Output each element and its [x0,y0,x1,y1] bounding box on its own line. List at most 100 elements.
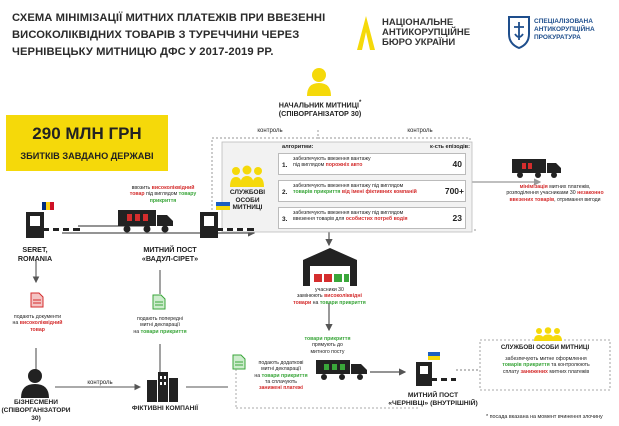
algo-row-line: забезпечують ввезення вантажу [293,156,371,162]
algo-row-num: 3. [282,216,288,223]
algo-row: 3. забезпечують ввезення вантажу під виг… [278,207,466,229]
document-green-icon [152,294,166,310]
officials-line: СЛУЖБОВІ ОСОБИ [229,189,266,204]
page-title: СХЕМА МІНІМІЗАЦІЇ МИТНИХ ПЛАТЕЖІВ ПРИ ВВ… [12,10,352,61]
to-post-line: товари прикриття [304,336,351,342]
algo-row-seg: ввезення товарів для [293,216,346,223]
doc-fict-line: занижені платежі [258,385,304,392]
warehouse-text: учасники 30 замінюють високоліквідні тов… [272,287,387,306]
chief-person-icon [307,68,331,96]
chief-asterisk: * [358,100,362,106]
doc-left-seg: на [12,320,20,327]
algo-row-text: забезпечують ввезення вантажу під вигляд… [293,156,443,169]
algo-row-seg: під виглядом [293,162,326,169]
route-seg: товару [178,191,197,198]
control-label-left: контроль [257,128,283,134]
result-seg: , отримання вигоди [554,196,601,203]
businessman-icon [21,369,49,398]
result-seg: мінімізація [519,184,548,190]
officials2-seg: занижених [520,368,548,375]
sap-logo-text: СПЕЦІАЛІЗОВАНА АНТИКОРУПЦІЙНА ПРОКУРАТУР… [534,18,595,42]
doc-fict-line: подають додаткові [258,360,304,366]
sap-shield-icon [508,16,530,50]
algo-row-text: забезпечують ввезення вантажу під вигляд… [293,183,445,196]
chief-title: НАЧАЛЬНИК МИТНИЦІ [278,100,359,110]
vadul-border-post-icon [200,202,254,238]
warehouse-seg: товари прикриття [319,299,366,306]
seret-line: ROMANIA [17,253,53,263]
vadul-label: МИТНИЙ ПОСТ «ВАДУЛ-СІРЕТ» [130,245,210,263]
damage-amount: 290 МЛН ГРН [32,124,142,143]
algo-row-count: 700+ [444,186,464,196]
green-truck-icon [316,360,367,380]
result-seg: митних платежів, [547,184,591,190]
doc-mid-line: митні декларації [140,322,180,329]
route-seg: високоліквідний [151,185,195,191]
route-seg: товар [129,191,145,198]
nabu-logo-icon [357,16,375,50]
chief-subtitle: (СПІВОРГАНІЗАТОР 30) [278,108,362,118]
control-label-right: контроль [407,128,433,134]
warehouse-icon [303,248,357,286]
warehouse-seg: товари [293,299,312,306]
algo-row: 1. забезпечують ввезення вантажу під виг… [278,153,466,175]
business-line: БІЗНЕСМЕНИ [14,399,58,406]
title-line: ЧЕРНІВЕЦЬКУ МИТНИЦЮ ДФС У 2017-2019 РР. [12,46,274,58]
algo-row-seg: від імені фіктивних компаній [340,189,417,196]
business-label: БІЗНЕСМЕНИ (СПІВОРГАНІЗАТОРИ 30) [0,399,72,423]
algo-row-seg: особистих потреб водія [345,216,408,223]
officials2-line: забезпечують митне оформлення [505,356,587,362]
document-icon [30,292,44,308]
footnote: * посада вказана на момент вчинення злоч… [486,414,603,420]
algo-row-seg: товарів прикриття [293,189,341,196]
doc-mid-line: подають попередні [137,316,183,322]
result-truck-icon [512,159,561,178]
nabu-line: БЮРО УКРАЇНИ [382,37,456,48]
algo-row-text: забезпечують ввезення вантажу під вигляд… [293,210,443,223]
officials-group-icon [534,327,562,341]
officials2-text: забезпечують митне оформлення товарів пр… [484,356,608,375]
title-line: ВИСОКОЛІКВІДНИХ ТОВАРІВ З ТУРЕЧЧИНИ ЧЕРЕ… [12,29,300,41]
warehouse-seg: високоліквідні [324,293,362,300]
seret-border-post-icon [26,202,80,238]
algo-row-seg: порожніх авто [325,162,363,169]
doc-mid-seg: на [133,328,141,335]
algo-row: 2. забезпечують ввезення вантажу під виг… [278,180,466,202]
algo-row-num: 2. [282,189,288,196]
doc-left-text: подають документи на високоліквідний тов… [0,314,75,333]
officials2-seg: митних платежів [547,368,590,375]
doc-left-line: подають документи [13,314,62,320]
route-seg: ввозить [131,185,152,191]
sap-line: СПЕЦІАЛІЗОВАНА [534,18,593,25]
route-seg: під виглядом [144,191,179,198]
damage-box [6,115,168,171]
doc-fict-seg: товари прикриття [261,372,308,379]
officials-label: СЛУЖБОВІ ОСОБИ МИТНИЦІ [220,189,275,212]
warehouse-seg: на [311,299,320,306]
business-line: (СПІВОРГАНІЗАТОРИ 30) [1,407,71,422]
result-seg: розподілення учасниками 30 [506,190,578,197]
nabu-line: НАЦІОНАЛЬНЕ [382,17,454,28]
document-green-icon [232,354,246,370]
route-truck-icon [118,210,173,233]
chernivtsi-line: «ЧЕРНІВЦІ» (ВНУТРІШНІЙ) [388,400,478,407]
seret-line: SERET, [22,245,48,254]
chernivtsi-line: МИТНИЙ ПОСТ [407,392,459,399]
chernivtsi-label: МИТНИЙ ПОСТ «ЧЕРНІВЦІ» (ВНУТРІШНІЙ) [378,392,488,408]
algo-head-left: алгоритми: [282,144,314,150]
doc-fict-seg: на [254,372,262,379]
sap-line: ПРОКУРАТУРА [534,34,581,41]
route-text: ввозить високоліквідний товар під вигляд… [108,185,218,204]
title-line: СХЕМА МІНІМІЗАЦІЇ МИТНИХ ПЛАТЕЖІВ ПРИ ВВ… [12,12,326,24]
doc-fict-text: подають додаткові митні декларації на то… [245,360,317,391]
control-label-bottom: контроль [87,380,113,386]
algo-row-count: 40 [452,159,462,169]
fict-label: ФІКТИВНІ КОМПАНІЇ [131,405,199,412]
seret-label: SERET, ROMANIA [5,245,65,263]
result-seg: ввезених товарів [509,196,555,203]
officials2-seg: товарів прикриття [502,362,550,369]
route-seg: прикриття [149,197,177,204]
chernivtsi-post-icon [416,352,456,386]
doc-fict-line: митні декларації [261,366,301,373]
